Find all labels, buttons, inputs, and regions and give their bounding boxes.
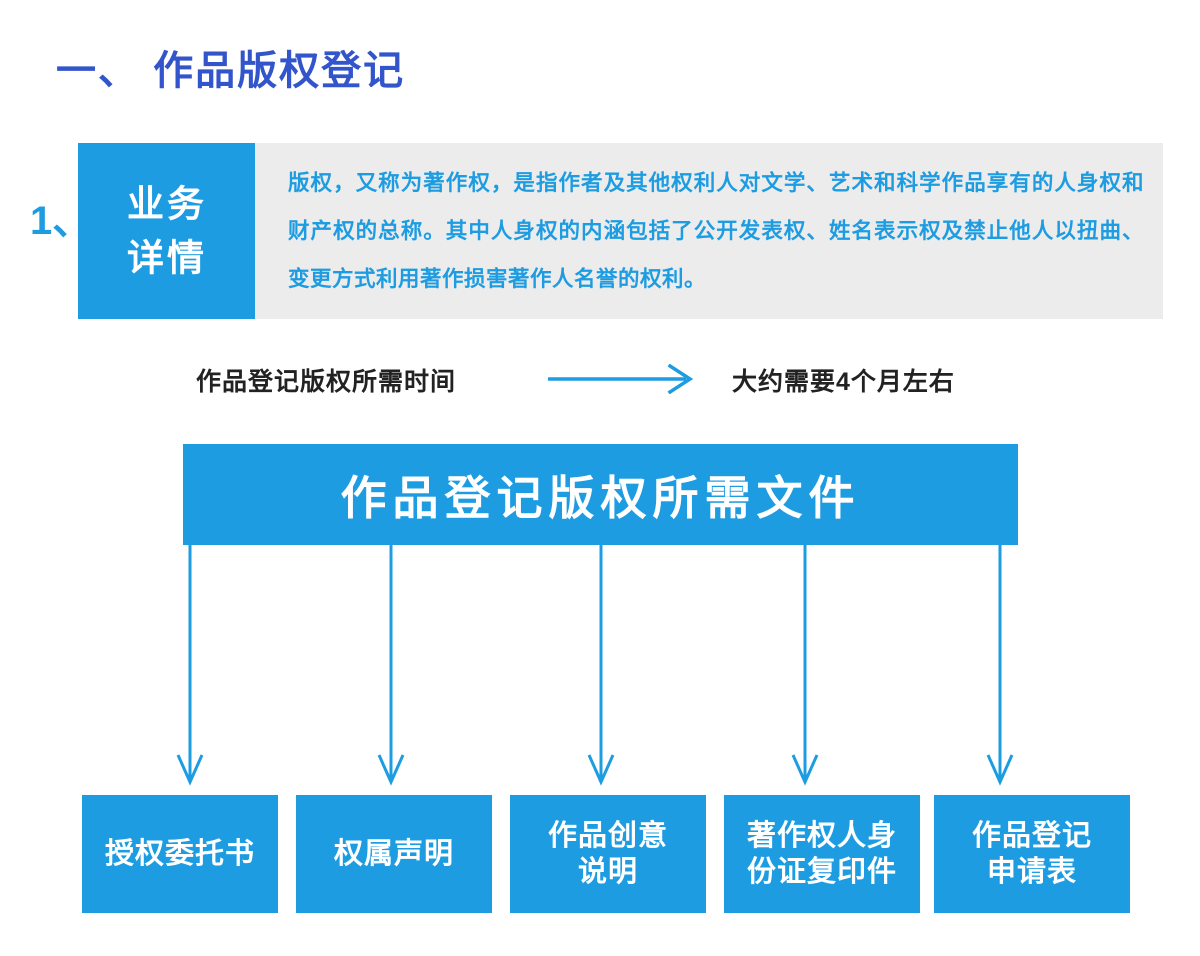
document-box-line: 权属声明 <box>333 837 454 870</box>
connector-arrowhead-4 <box>791 754 819 786</box>
page-title: 一、 作品版权登记 <box>56 49 406 93</box>
connector-arrowhead-2 <box>377 754 405 786</box>
document-box-line: 著作权人身 <box>746 819 897 852</box>
connector-arrowhead-3 <box>587 754 615 786</box>
document-box-creative-description[interactable]: 作品创意 说明 <box>510 795 706 913</box>
duration-value: 大约需要4个月左右 <box>732 368 955 396</box>
documents-header-title: 作品登记版权所需文件 <box>340 471 861 524</box>
document-box-authorization-letter[interactable]: 授权委托书 <box>82 795 278 913</box>
connector-arrowhead-5 <box>986 754 1014 786</box>
documents-header-bar: 作品登记版权所需文件 <box>183 444 1018 545</box>
business-detail-panel: 版权，又称为著作权，是指作者及其他权利人对文学、艺术和科学作品享有的人身权和财产… <box>255 143 1163 319</box>
document-box-line: 说明 <box>577 856 638 888</box>
tag-label-line-1: 业务 <box>127 183 207 225</box>
document-box-ownership-statement[interactable]: 权属声明 <box>296 795 492 913</box>
document-box-line: 作品创意 <box>547 819 668 852</box>
document-box-list: 授权委托书 权属声明 作品创意 说明 著作权人身 份证复印件 作品登记 申请表 <box>82 795 1130 913</box>
document-box-line: 份证复印件 <box>746 856 897 888</box>
document-box-line: 作品登记 <box>971 819 1092 852</box>
connector-arrowhead-1 <box>176 754 204 786</box>
business-detail-text: 版权，又称为著作权，是指作者及其他权利人对文学、艺术和科学作品享有的人身权和财产… <box>288 171 1144 291</box>
right-arrow-icon <box>548 364 694 394</box>
document-box-id-copy[interactable]: 著作权人身 份证复印件 <box>724 795 920 913</box>
duration-label: 作品登记版权所需时间 <box>196 368 457 396</box>
duration-row: 作品登记版权所需时间 大约需要4个月左右 <box>0 358 1200 402</box>
document-box-line: 授权委托书 <box>104 837 255 870</box>
tag-label-line-2: 详情 <box>127 237 207 278</box>
business-detail-tag-label: 业务 详情 <box>78 177 256 284</box>
document-box-line: 申请表 <box>986 856 1077 888</box>
business-detail-row: 1、 业务 详情 版权，又称为著作权，是指作者及其他权利人对文学、艺术和科学作品… <box>0 143 1200 319</box>
document-box-application-form[interactable]: 作品登记 申请表 <box>934 795 1130 913</box>
